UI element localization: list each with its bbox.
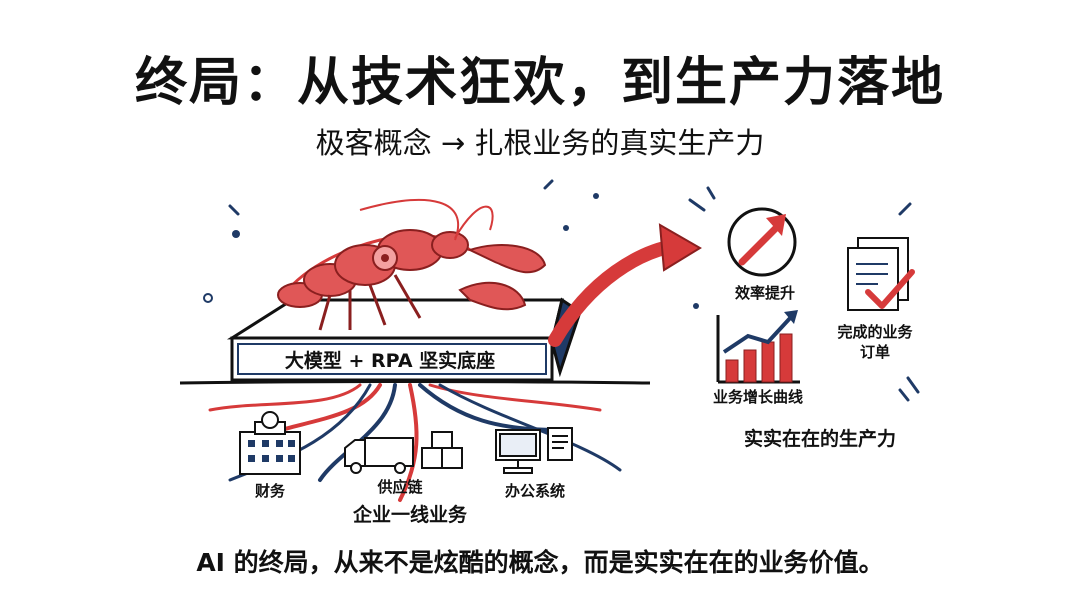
page-subtitle: 极客概念 → 扎根业务的真实生产力 — [315, 126, 765, 160]
roots-caption: 企业一线业务 — [352, 504, 467, 526]
boxes-icon — [421, 431, 463, 469]
root-label-supply-chain: 供应链 — [377, 478, 423, 496]
page-title: 终局：从技术狂欢，到生产力落地 — [134, 53, 945, 113]
outcomes-caption: 实实在在的生产力 — [743, 428, 896, 450]
truck-icon — [344, 437, 414, 474]
transition-arrow — [548, 223, 702, 347]
computer-icon — [495, 427, 573, 474]
outcome-label-efficiency: 效率提升 — [734, 284, 795, 302]
footer-statement: AI 的终局，从来不是炫酷的概念，而是实实在在的业务价值。 — [196, 548, 884, 577]
root-label-office: 办公系统 — [504, 482, 565, 500]
building-icon — [239, 411, 301, 475]
outcome-label-growth: 业务增长曲线 — [712, 388, 803, 406]
up-arrow-icon — [727, 207, 797, 277]
gear-icon — [372, 245, 398, 271]
decorative-marks — [203, 179, 920, 402]
outcome-label-orders: 完成的业务 订单 — [837, 323, 913, 361]
root-label-finance: 财务 — [254, 482, 285, 500]
platform-label: 大模型 + RPA 坚实底座 — [284, 350, 496, 372]
checkmark-icon — [865, 269, 915, 309]
ground-line — [179, 380, 651, 385]
bar-chart-icon — [716, 310, 800, 384]
